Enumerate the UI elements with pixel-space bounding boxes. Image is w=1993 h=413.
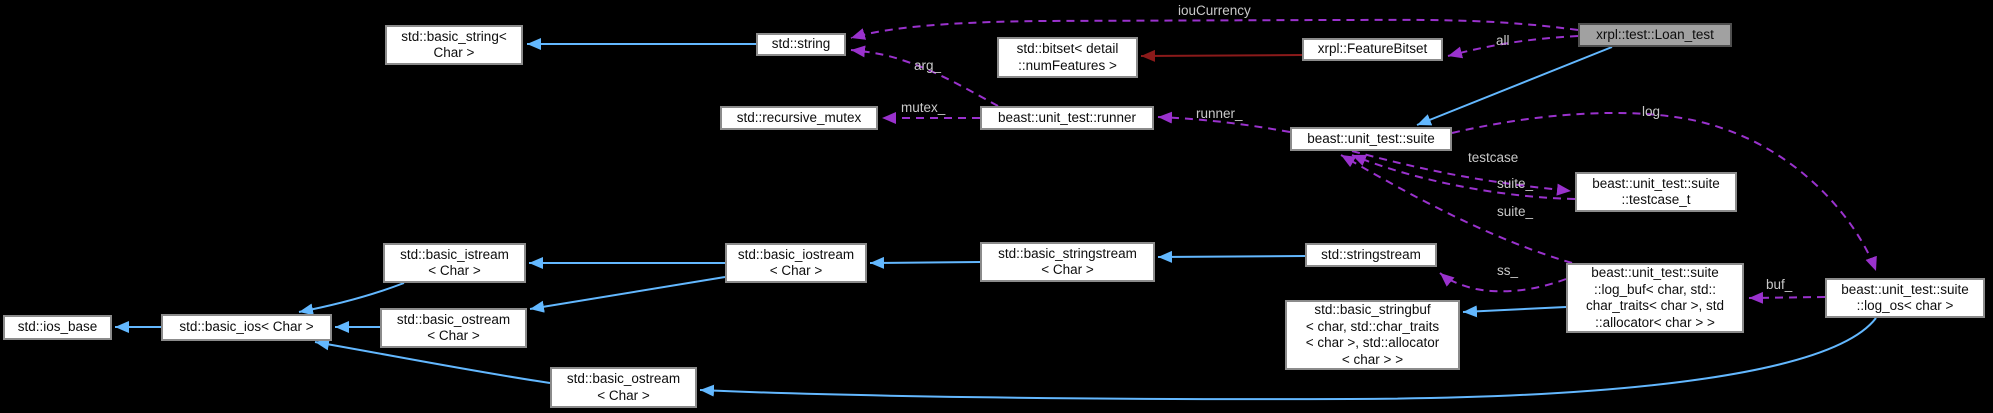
node-std-basic_ostream-top[interactable]: std::basic_ostream < Char > [380,308,527,348]
edge-usage-testcase [1351,150,1572,196]
edge-label-log: log [1642,104,1661,119]
edge-usage-all [1447,35,1579,59]
edge-label-runner: runner_ [1196,106,1243,121]
node-label-line: beast::unit_test::suite [1307,130,1435,146]
edge-label-buf: buf_ [1766,277,1793,292]
edge-label-ss: ss_ [1497,263,1519,278]
node-label-line: ::numFeatures > [1018,57,1117,73]
edge-label-testcase: testcase [1468,150,1519,165]
node-std-basic_stringbuf[interactable]: std::basic_stringbuf < char, std::char_t… [1285,300,1460,370]
node-label-line: beast::unit_test::suite [1592,175,1720,191]
node-std-bitset[interactable]: std::bitset< detail ::numFeatures > [997,37,1138,78]
node-xrpl-featurebitset[interactable]: xrpl::FeatureBitset [1302,38,1443,61]
edge-basic_iostream-to-basic_ostream-top [529,276,726,313]
node-std-basic_string[interactable]: std::basic_string< Char > [385,25,523,65]
node-xrpl-test-loan_test[interactable]: xrpl::test::Loan_test [1578,23,1732,47]
edge-label-arg: arg_ [914,58,942,73]
edge-stringstream-to-basic_stringstream [1157,250,1306,263]
edge-basic_ostream-bottom-to-basic_ios [314,338,551,384]
node-label-line: beast::unit_test::suite [1841,281,1969,297]
node-std-recursive_mutex[interactable]: std::recursive_mutex [720,106,878,130]
node-label-line: ::log_os< char > [1856,298,1954,313]
node-label-line: std::basic_ostream [396,311,511,327]
edge-usage-arg [850,45,999,107]
edge-usage-runner [1157,111,1291,133]
node-std-ios_base[interactable]: std::ios_base [3,315,112,340]
node-label-line: xrpl::FeatureBitset [1317,41,1428,57]
node-label-line: std::ios_base [17,319,98,335]
node-label-line: std::basic_string< [401,28,507,44]
edge-usage-suite-from-testcase_t [1351,154,1576,200]
edge-label-ioucurrency: iouCurrency [1178,3,1251,18]
edge-basic_stringstream-to-basic_iostream [869,256,981,269]
node-label-line: beast::unit_test::suite [1591,265,1719,280]
node-label-line: < Char > [428,263,481,278]
edge-usage-log [1451,111,1877,272]
node-beast-unit_test-suite-log_os[interactable]: beast::unit_test::suite ::log_os< char > [1825,278,1985,318]
node-label-line: ::allocator< char > > [1595,314,1715,330]
edge-usage-suite-from-log_buf [1340,154,1573,264]
node-label-line: < char, std::char_traits [1305,318,1440,334]
node-label-line: std::basic_ostream [566,371,681,386]
edge-usage-ss [1439,272,1567,293]
node-label-line: std::basic_istream [400,246,509,262]
node-label-line: < Char > [597,387,650,403]
node-beast-unit_test-suite[interactable]: beast::unit_test::suite [1290,127,1452,151]
node-label-line: < char > > [1341,351,1404,367]
edge-loan_test-to-suite [1416,46,1613,126]
node-label-line: std::stringstream [1321,246,1421,262]
node-label-line: std::basic_iostream [737,246,855,262]
node-label-line: < char >, std::allocator [1305,335,1440,350]
node-beast-unit_test-runner[interactable]: beast::unit_test::runner [980,106,1154,130]
node-label-line: ::log_buf< char, std:: [1594,281,1716,297]
node-label-line: std::basic_stringbuf [1314,302,1431,317]
edge-usage-ioucurrency [850,18,1579,40]
node-beast-unit_test-suite-testcase_t[interactable]: beast::unit_test::suite ::testcase_t [1575,172,1737,212]
node-std-basic_ios[interactable]: std::basic_ios< Char > [161,314,332,341]
node-label-line: xrpl::test::Loan_test [1596,26,1714,42]
edge-label-suite-1: suite_ [1497,176,1534,191]
node-std-basic_stringstream[interactable]: std::basic_stringstream < Char > [980,242,1155,282]
node-label-line: char_traits< char >, std [1585,298,1725,313]
node-std-basic_iostream[interactable]: std::basic_iostream < Char > [725,243,867,283]
node-label-line: < Char > [769,263,823,278]
node-std-basic_ostream-bottom[interactable]: std::basic_ostream < Char > [550,367,697,408]
edge-log_os-to-basic_ostream-bottom [699,317,1877,401]
node-std-basic_istream[interactable]: std::basic_istream < Char > [383,243,526,283]
node-label-line: Char > [433,45,475,60]
node-label-line: std::basic_ios< Char > [179,319,314,335]
edge-usage-buf [1748,291,1826,304]
node-label-line: std::recursive_mutex [736,109,862,125]
node-std-string[interactable]: std::string [756,33,846,56]
node-label-line: std::bitset< detail [1016,41,1119,56]
edge-label-mutex: mutex_ [901,100,946,115]
node-label-line: < Char > [427,328,480,343]
node-beast-unit_test-suite-log_buf[interactable]: beast::unit_test::suite ::log_buf< char,… [1566,263,1744,333]
node-label-line: std::string [771,36,831,52]
node-label-line: beast::unit_test::runner [997,109,1137,125]
node-label-line: < Char > [1041,262,1094,277]
edge-basic_istream-to-basic_ios [298,282,405,316]
edge-label-all: all [1496,33,1510,48]
node-std-stringstream[interactable]: std::stringstream [1305,243,1437,267]
edge-featurebitset-to-bitset [1140,49,1303,62]
edge-log_buf-to-basic_stringbuf [1462,305,1567,318]
node-label-line: ::testcase_t [1621,192,1691,207]
node-label-line: std::basic_stringstream [998,245,1137,261]
edge-label-suite-2: suite_ [1497,204,1534,219]
